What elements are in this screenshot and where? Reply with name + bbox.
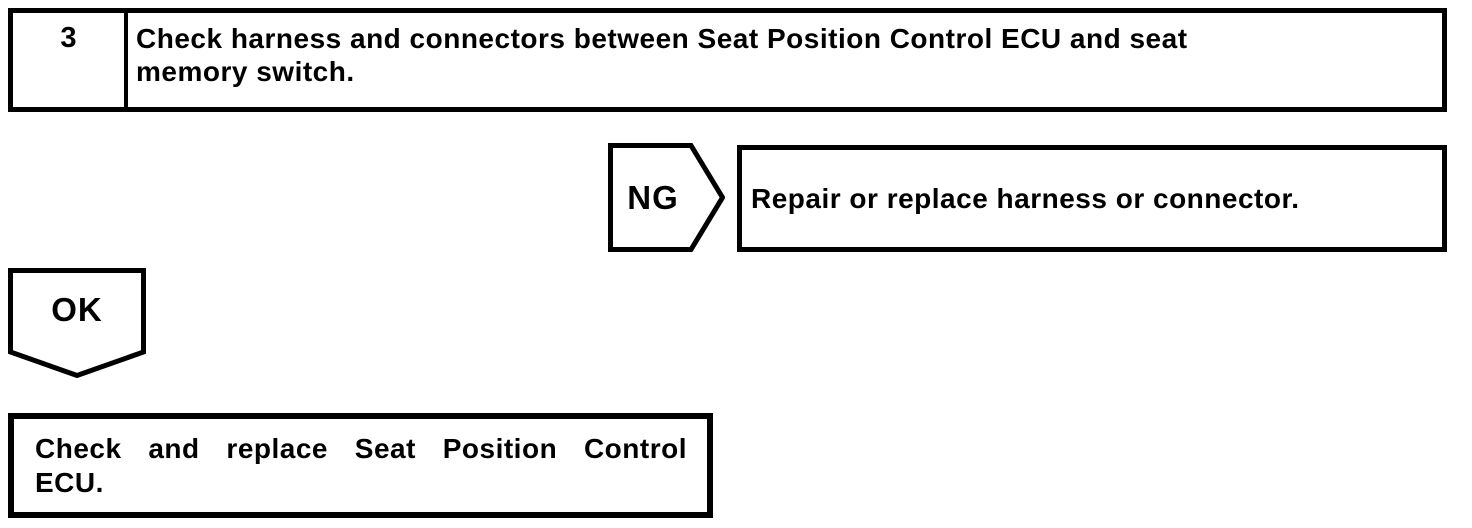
ng-action-text: Repair or replace harness or connector. [751, 182, 1300, 214]
ng-connector: NG [608, 143, 725, 252]
step-instruction-line-2: memory switch. [136, 56, 355, 87]
result-text-line-1: Check and replace Seat Position Control [35, 433, 687, 464]
ok-connector-label: OK [51, 291, 103, 328]
ok-pentagon-icon [8, 268, 146, 378]
ng-action-box: Repair or replace harness or connector. [737, 145, 1447, 252]
ng-pentagon-icon [608, 143, 725, 252]
step-instruction-line-1: Check harness and connectors between Sea… [136, 23, 1188, 54]
result-box: Check and replace Seat Position Control … [8, 413, 713, 518]
result-text-line-2: ECU. [35, 467, 104, 498]
step-number: 3 [13, 13, 128, 107]
step-instruction: Check harness and connectors between Sea… [128, 13, 1442, 107]
ng-connector-label: NG [627, 178, 679, 216]
step-box: 3 Check harness and connectors between S… [8, 8, 1447, 112]
ok-connector: OK [8, 268, 146, 378]
